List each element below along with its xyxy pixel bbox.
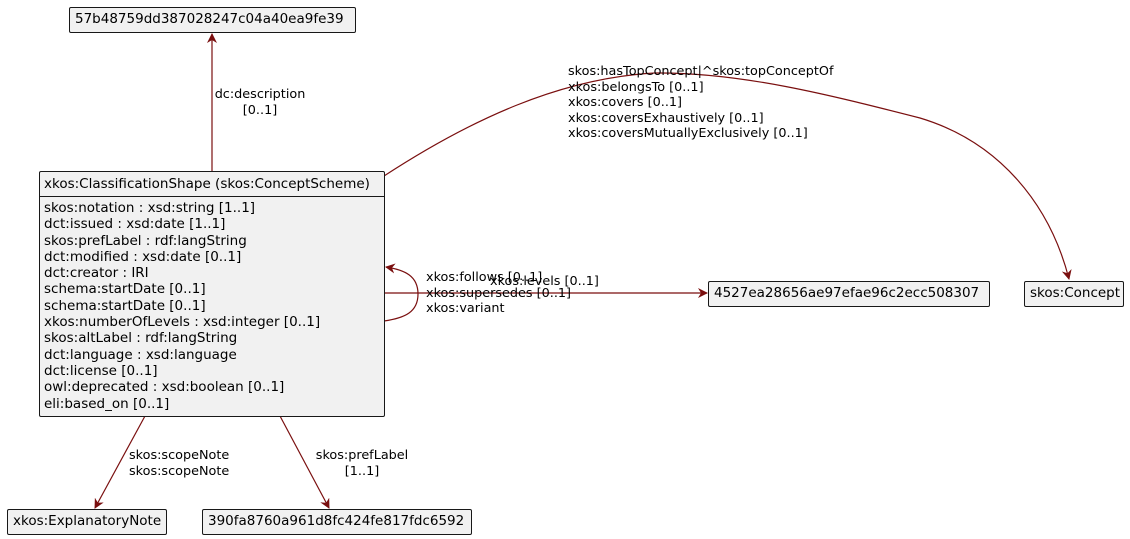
- top-concept-line: xkos:belongsTo [0..1]: [568, 79, 704, 95]
- classification-shape-node: xkos:ClassificationShape (skos:ConceptSc…: [39, 171, 385, 417]
- property-row: dct:creator : IRI: [44, 265, 149, 282]
- skos-concept-node: skos:Concept: [1024, 281, 1124, 307]
- description-cardinality: [0..1]: [242, 102, 278, 118]
- scope-note-line: skos:scopeNote: [129, 448, 230, 463]
- property-row: dct:license [0..1]: [44, 362, 158, 379]
- pref-label-cardinality: [1..1]: [344, 463, 380, 479]
- edge-self-loop: [383, 263, 419, 322]
- property-row: skos:notation : xsd:string [1..1]: [44, 200, 256, 216]
- edge-scope-note: [94, 415, 146, 509]
- hash-levels-label: 4527ea28656ae97efae96c2ecc508307: [714, 285, 980, 301]
- property-row: schema:startDate [0..1]: [44, 297, 206, 314]
- explanatory-note-label: xkos:ExplanatoryNote: [13, 513, 162, 529]
- self-loop-line: xkos:variant: [426, 301, 505, 317]
- top-concept-line: xkos:coversMutuallyExclusively [0..1]: [568, 126, 808, 142]
- hash-levels-node: 4527ea28656ae97efae96c2ecc508307: [708, 281, 990, 307]
- property-row: eli:based_on [0..1]: [44, 395, 170, 412]
- description-predicate: dc:description: [214, 87, 306, 102]
- classification-shape-properties: skos:notation : xsd:string [1..1] dct:is…: [40, 197, 384, 415]
- top-concept-line: xkos:coversExhaustively [0..1]: [568, 110, 764, 126]
- description-edge-label: dc:description [0..1]: [212, 87, 308, 118]
- self-loop-line: xkos:follows [0..1]: [426, 270, 543, 285]
- classification-shape-title: xkos:ClassificationShape (skos:ConceptSc…: [40, 172, 384, 197]
- top-concept-line: skos:hasTopConcept|^skos:topConceptOf: [568, 64, 834, 79]
- self-loop-edge-label: xkos:follows [0..1] xkos:supersedes [0..…: [426, 270, 571, 317]
- pref-label-edge-label: skos:prefLabel [1..1]: [313, 448, 411, 479]
- skos-concept-label: skos:Concept: [1030, 285, 1121, 301]
- levels-edge-label: xkos:levels [0..1]: [490, 274, 599, 290]
- hash-preflabel-label: 390fa8760a961d8fc424fe817fdc6592: [208, 513, 465, 529]
- property-row: skos:prefLabel : rdf:langString: [44, 232, 247, 249]
- property-row: skos:altLabel : rdf:langString: [44, 330, 238, 347]
- property-row: owl:deprecated : xsd:boolean [0..1]: [44, 379, 285, 396]
- scope-note-edge-label: skos:scopeNote skos:scopeNote: [129, 448, 229, 479]
- top-concept-edge-label: skos:hasTopConcept|^skos:topConceptOf xk…: [568, 64, 834, 142]
- edge-top-concept: [383, 72, 1072, 280]
- pref-label-predicate: skos:prefLabel: [315, 448, 409, 463]
- hash-top-label: 57b48759dd387028247c04a40ea9fe39: [75, 11, 344, 27]
- top-concept-line: xkos:covers [0..1]: [568, 95, 683, 111]
- scope-note-line: skos:scopeNote: [129, 463, 230, 479]
- self-loop-line: xkos:supersedes [0..1]: [426, 285, 572, 301]
- hash-top-node: 57b48759dd387028247c04a40ea9fe39: [69, 7, 356, 33]
- levels-line: xkos:levels [0..1]: [490, 274, 599, 289]
- hash-preflabel-node: 390fa8760a961d8fc424fe817fdc6592: [202, 509, 472, 535]
- property-row: schema:startDate [0..1]: [44, 281, 206, 298]
- property-row: dct:issued : xsd:date [1..1]: [44, 216, 226, 233]
- edge-pref-label: [279, 415, 330, 509]
- property-row: dct:language : xsd:language: [44, 346, 237, 363]
- property-row: dct:modified : xsd:date [0..1]: [44, 248, 242, 265]
- property-row: xkos:numberOfLevels : xsd:integer [0..1]: [44, 314, 321, 331]
- explanatory-note-node: xkos:ExplanatoryNote: [7, 509, 167, 535]
